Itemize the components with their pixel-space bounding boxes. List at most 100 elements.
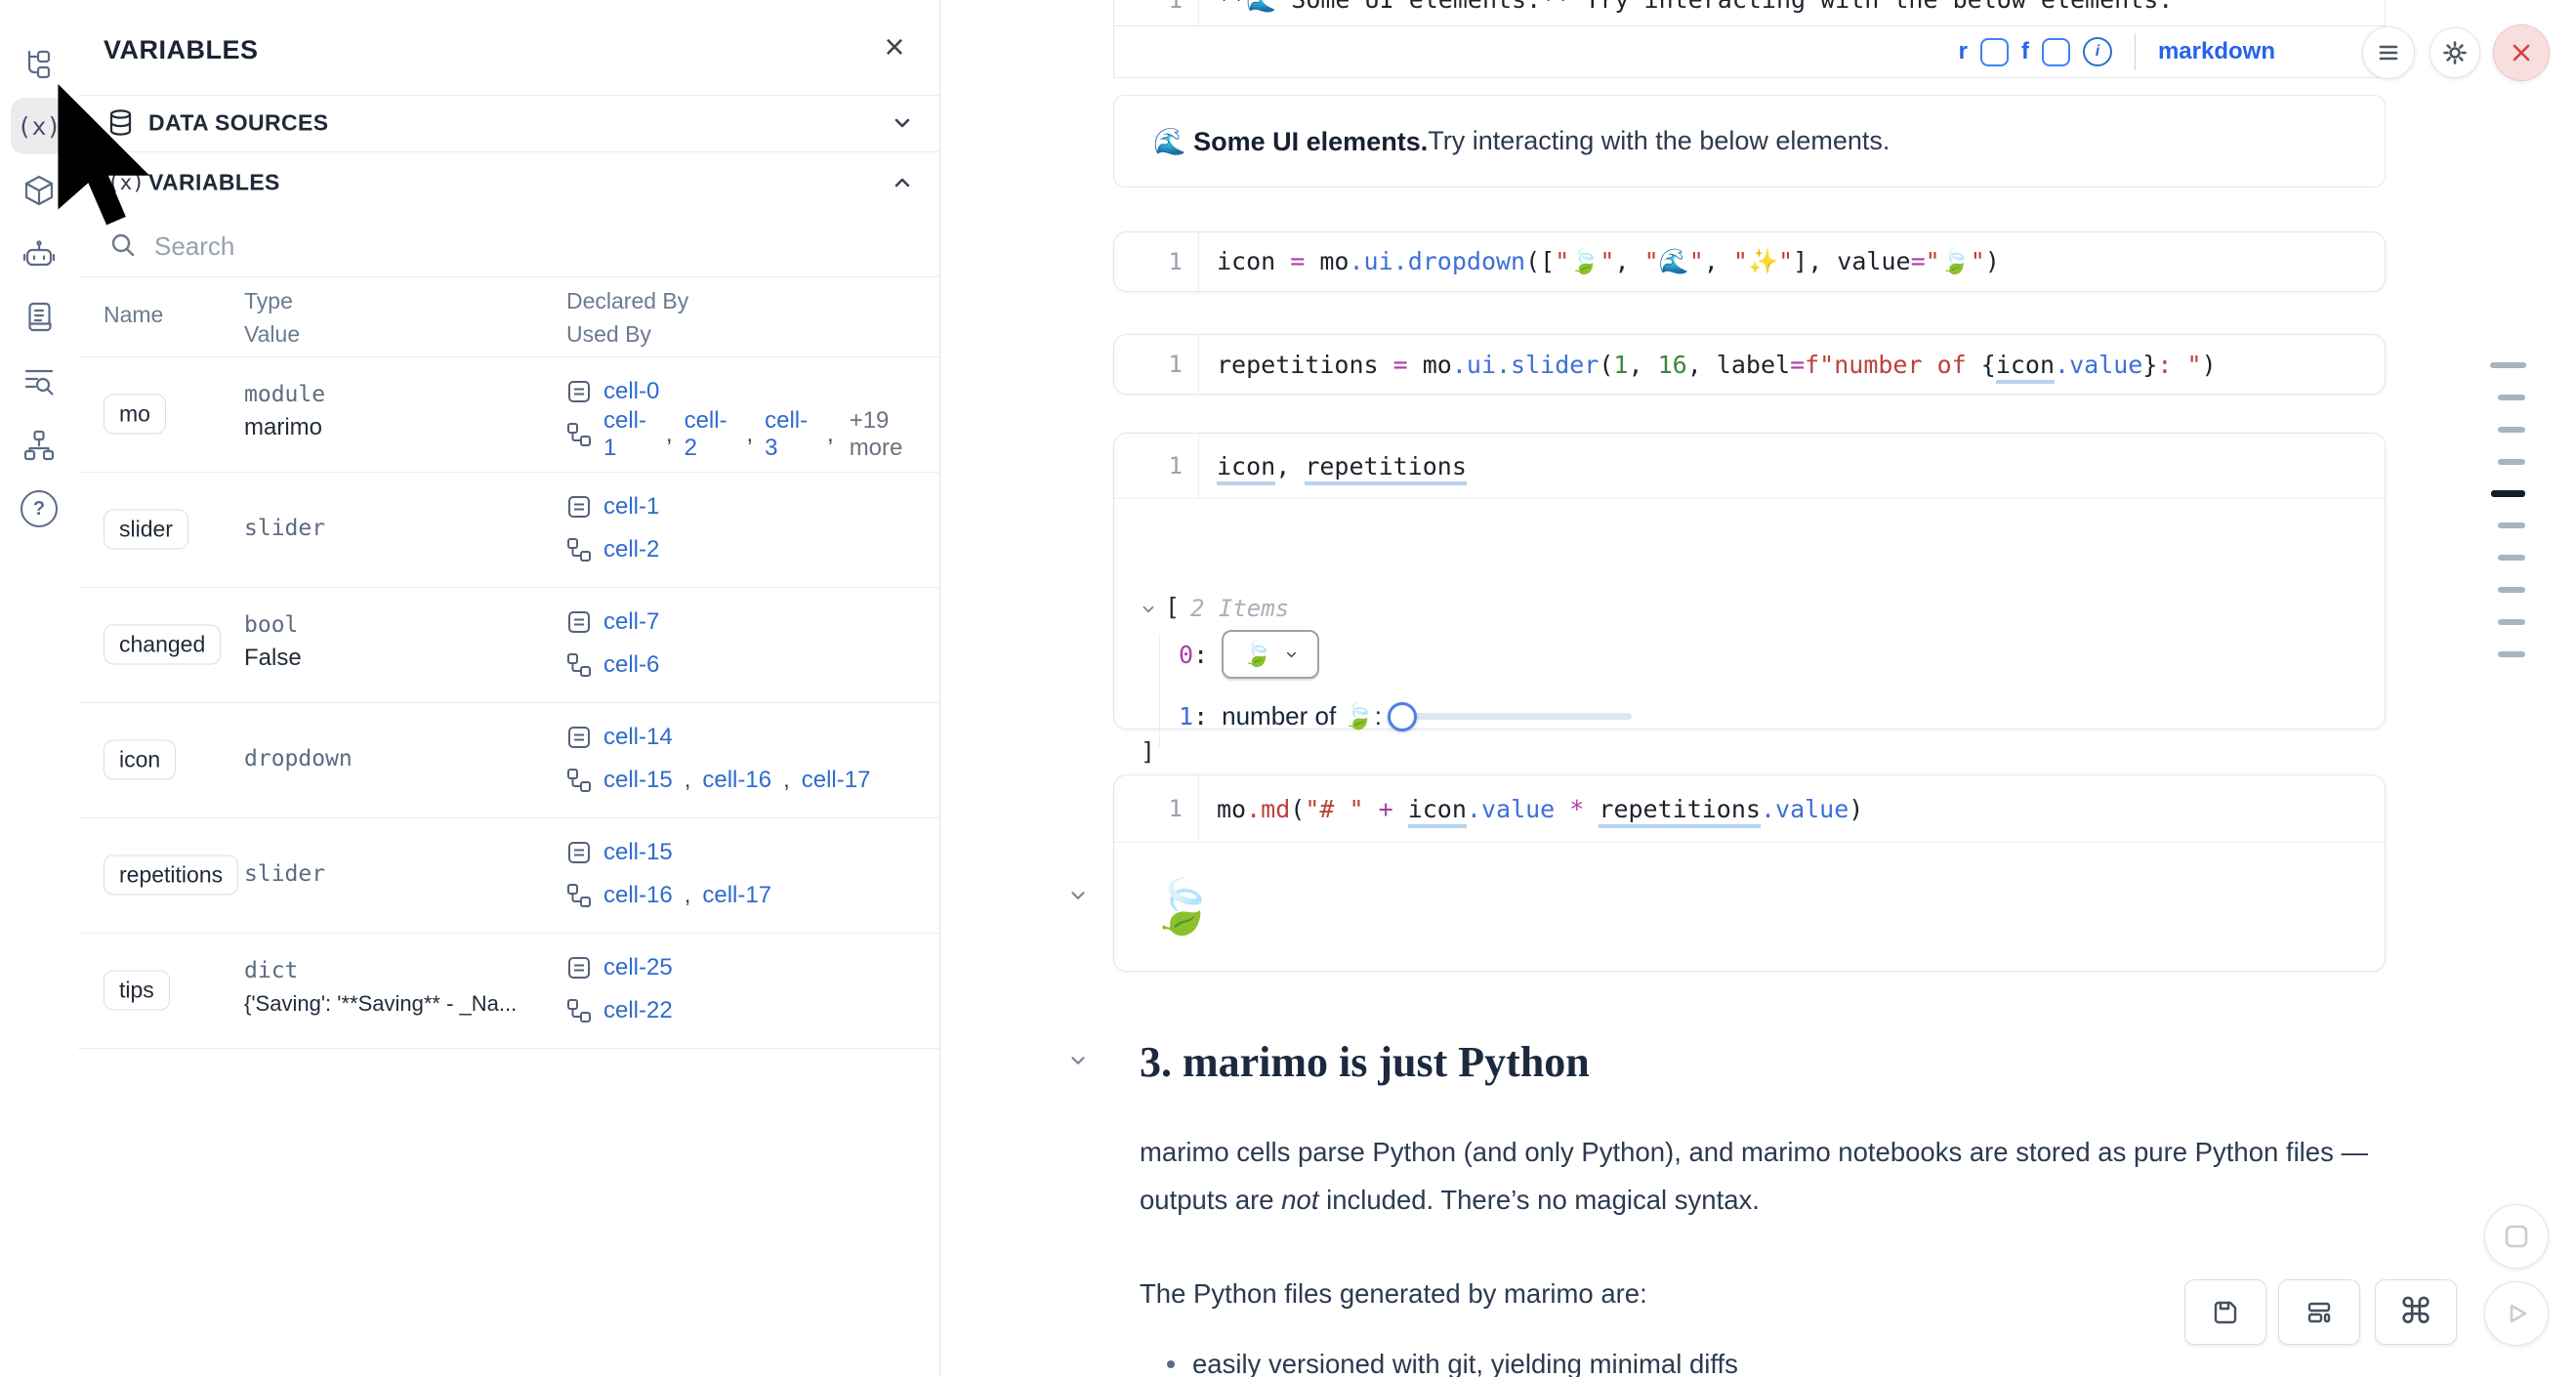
code-line[interactable]: repetitions = mo.ui.slider(1, 16, label=… (1199, 350, 2217, 384)
cell-link[interactable]: cell-16 (702, 767, 772, 793)
cell-link[interactable]: cell-14 (603, 724, 673, 750)
save-button[interactable] (2184, 1279, 2266, 1345)
minimap-line[interactable] (2498, 555, 2525, 561)
database-icon (107, 108, 134, 138)
settings-button[interactable] (2430, 27, 2480, 78)
sidebar-item-packages[interactable] (11, 162, 67, 219)
sidebar-item-logs[interactable] (11, 354, 67, 410)
stop-button[interactable] (2484, 1204, 2549, 1269)
save-floppy-icon (2211, 1298, 2240, 1327)
code-token: ( (1599, 350, 1614, 379)
variable-name-badge[interactable]: slider (104, 509, 188, 550)
code-token: = (1910, 247, 1926, 275)
code-line[interactable]: mo.md("# " + icon.value * repetitions.va… (1199, 794, 1863, 828)
code-cell-expression[interactable]: 1 icon, repetitions [ 2 Items 0 : 🍃 1 : … (1113, 433, 2386, 766)
code-token: * (1555, 794, 1600, 823)
code-token-variable-ref: icon (1217, 451, 1276, 485)
code-token: , (1703, 247, 1733, 275)
variable-name-badge[interactable]: changed (104, 624, 222, 665)
minimap-line[interactable] (2490, 362, 2526, 368)
variable-name-badge[interactable]: icon (104, 739, 177, 780)
sidebar-item-ai-assistant[interactable] (11, 227, 67, 283)
shutdown-button[interactable] (2493, 24, 2550, 81)
code-token: .value (2055, 350, 2143, 379)
command-palette-button[interactable]: ⌘ (2375, 1279, 2457, 1345)
sidebar-item-file-explorer[interactable] (11, 37, 67, 94)
search-input[interactable] (152, 224, 840, 269)
reactive-checkbox[interactable] (1979, 37, 2009, 66)
minimap-line[interactable] (2498, 427, 2525, 433)
variables-table-header: Name Type Value Declared By Used By (78, 276, 939, 357)
code-line[interactable]: icon, repetitions (1199, 451, 1467, 485)
code-line[interactable]: **🌊 Some UI elements.** Try interacting … (1199, 0, 2173, 15)
collapse-chevron-icon[interactable] (1140, 601, 1157, 618)
paragraph-text: marimo cells parse Python (and only Pyth… (1140, 1137, 2368, 1215)
variable-name-badge[interactable]: mo (104, 394, 166, 435)
more-cells-label[interactable]: +19 more (849, 407, 903, 461)
dropdown-widget[interactable]: 🍃 (1222, 630, 1320, 679)
sidebar-item-variables[interactable]: (x) (11, 98, 67, 154)
separator: , (746, 421, 754, 447)
slider-knob[interactable] (1388, 702, 1418, 731)
cell-link[interactable]: cell-16 (603, 882, 673, 908)
layout-button[interactable] (2278, 1279, 2360, 1345)
cell-link[interactable]: cell-15 (603, 767, 673, 793)
cell-collapse-chevron-icon[interactable] (1067, 885, 1089, 906)
cell-link[interactable]: cell-22 (603, 997, 673, 1023)
robot-icon (21, 237, 57, 272)
section-collapse-chevron-icon[interactable] (1067, 1050, 1089, 1071)
declared-by-icon (566, 725, 592, 750)
minimap-line[interactable] (2498, 459, 2525, 465)
cell-link[interactable]: cell-6 (603, 651, 660, 678)
minimap-line-active[interactable] (2491, 490, 2525, 497)
separator: , (684, 767, 691, 793)
panel-close-button[interactable]: × (873, 25, 916, 68)
cell-link[interactable]: cell-0 (603, 378, 660, 404)
command-icon: ⌘ (2398, 1292, 2433, 1332)
cell-link[interactable]: cell-7 (603, 608, 660, 635)
sidebar-item-scratchpad[interactable] (11, 289, 67, 346)
cell-link[interactable]: cell-15 (603, 839, 673, 865)
leaf-emoji: 🍃 (1149, 878, 1216, 937)
minimap-line[interactable] (2498, 619, 2525, 625)
sidebar-item-dependency-graph[interactable] (11, 417, 67, 474)
variables-section-header[interactable]: (x) VARIABLES (78, 151, 939, 214)
tree-item-slider: 1 : number of 🍃: (1179, 700, 1633, 731)
code-token: : " (2157, 350, 2202, 379)
data-sources-section-header[interactable]: DATA SOURCES (78, 95, 939, 152)
scroll-icon (21, 300, 57, 335)
menu-button[interactable] (2362, 26, 2415, 79)
panel-header: VARIABLES × (78, 0, 939, 96)
sidebar-item-help[interactable]: ? (11, 480, 67, 537)
variable-name-badge[interactable]: repetitions (104, 855, 239, 896)
minimap-line[interactable] (2498, 651, 2525, 657)
cell-link[interactable]: cell-1 (603, 407, 647, 461)
line-number: 1 (1114, 232, 1199, 291)
slider-track[interactable] (1399, 713, 1633, 720)
cell-link[interactable]: cell-25 (603, 954, 673, 981)
table-row: tips dict {'Saving': '**Saving** - _Na..… (78, 933, 939, 1049)
output-text: Try interacting with the below elements. (1428, 126, 1890, 155)
info-icon[interactable]: i (2082, 37, 2112, 66)
cell-link[interactable]: cell-3 (765, 407, 809, 461)
run-button[interactable] (2484, 1281, 2549, 1346)
cell-link[interactable]: cell-17 (702, 882, 772, 908)
variable-name-badge[interactable]: tips (104, 970, 170, 1011)
markdown-cell-editor-clipped[interactable]: 1 **🌊 Some UI elements.** Try interactin… (1113, 0, 2386, 26)
code-cell-dropdown[interactable]: 1 icon = mo.ui.dropdown(["🍃", "🌊", "✨"],… (1113, 231, 2386, 292)
used-by-icon (566, 883, 592, 908)
code-token: ([ (1525, 247, 1556, 275)
minimap-line[interactable] (2498, 522, 2525, 528)
cell-link[interactable]: cell-17 (801, 767, 871, 793)
minimap-line[interactable] (2498, 587, 2525, 593)
cell-link[interactable]: cell-1 (603, 493, 660, 520)
code-line[interactable]: icon = mo.ui.dropdown(["🍃", "🌊", "✨"], v… (1199, 247, 2000, 276)
format-checkbox[interactable] (2041, 37, 2070, 66)
used-by-icon (566, 537, 592, 563)
cell-link[interactable]: cell-2 (684, 407, 727, 461)
code-cell-slider[interactable]: 1 repetitions = mo.ui.slider(1, 16, labe… (1113, 334, 2386, 395)
minimap-line[interactable] (2498, 395, 2525, 400)
markdown-mode-label[interactable]: markdown (2157, 38, 2275, 64)
cell-link[interactable]: cell-2 (603, 536, 660, 563)
code-cell-md-call[interactable]: 1 mo.md("# " + icon.value * repetitions.… (1113, 774, 2386, 972)
